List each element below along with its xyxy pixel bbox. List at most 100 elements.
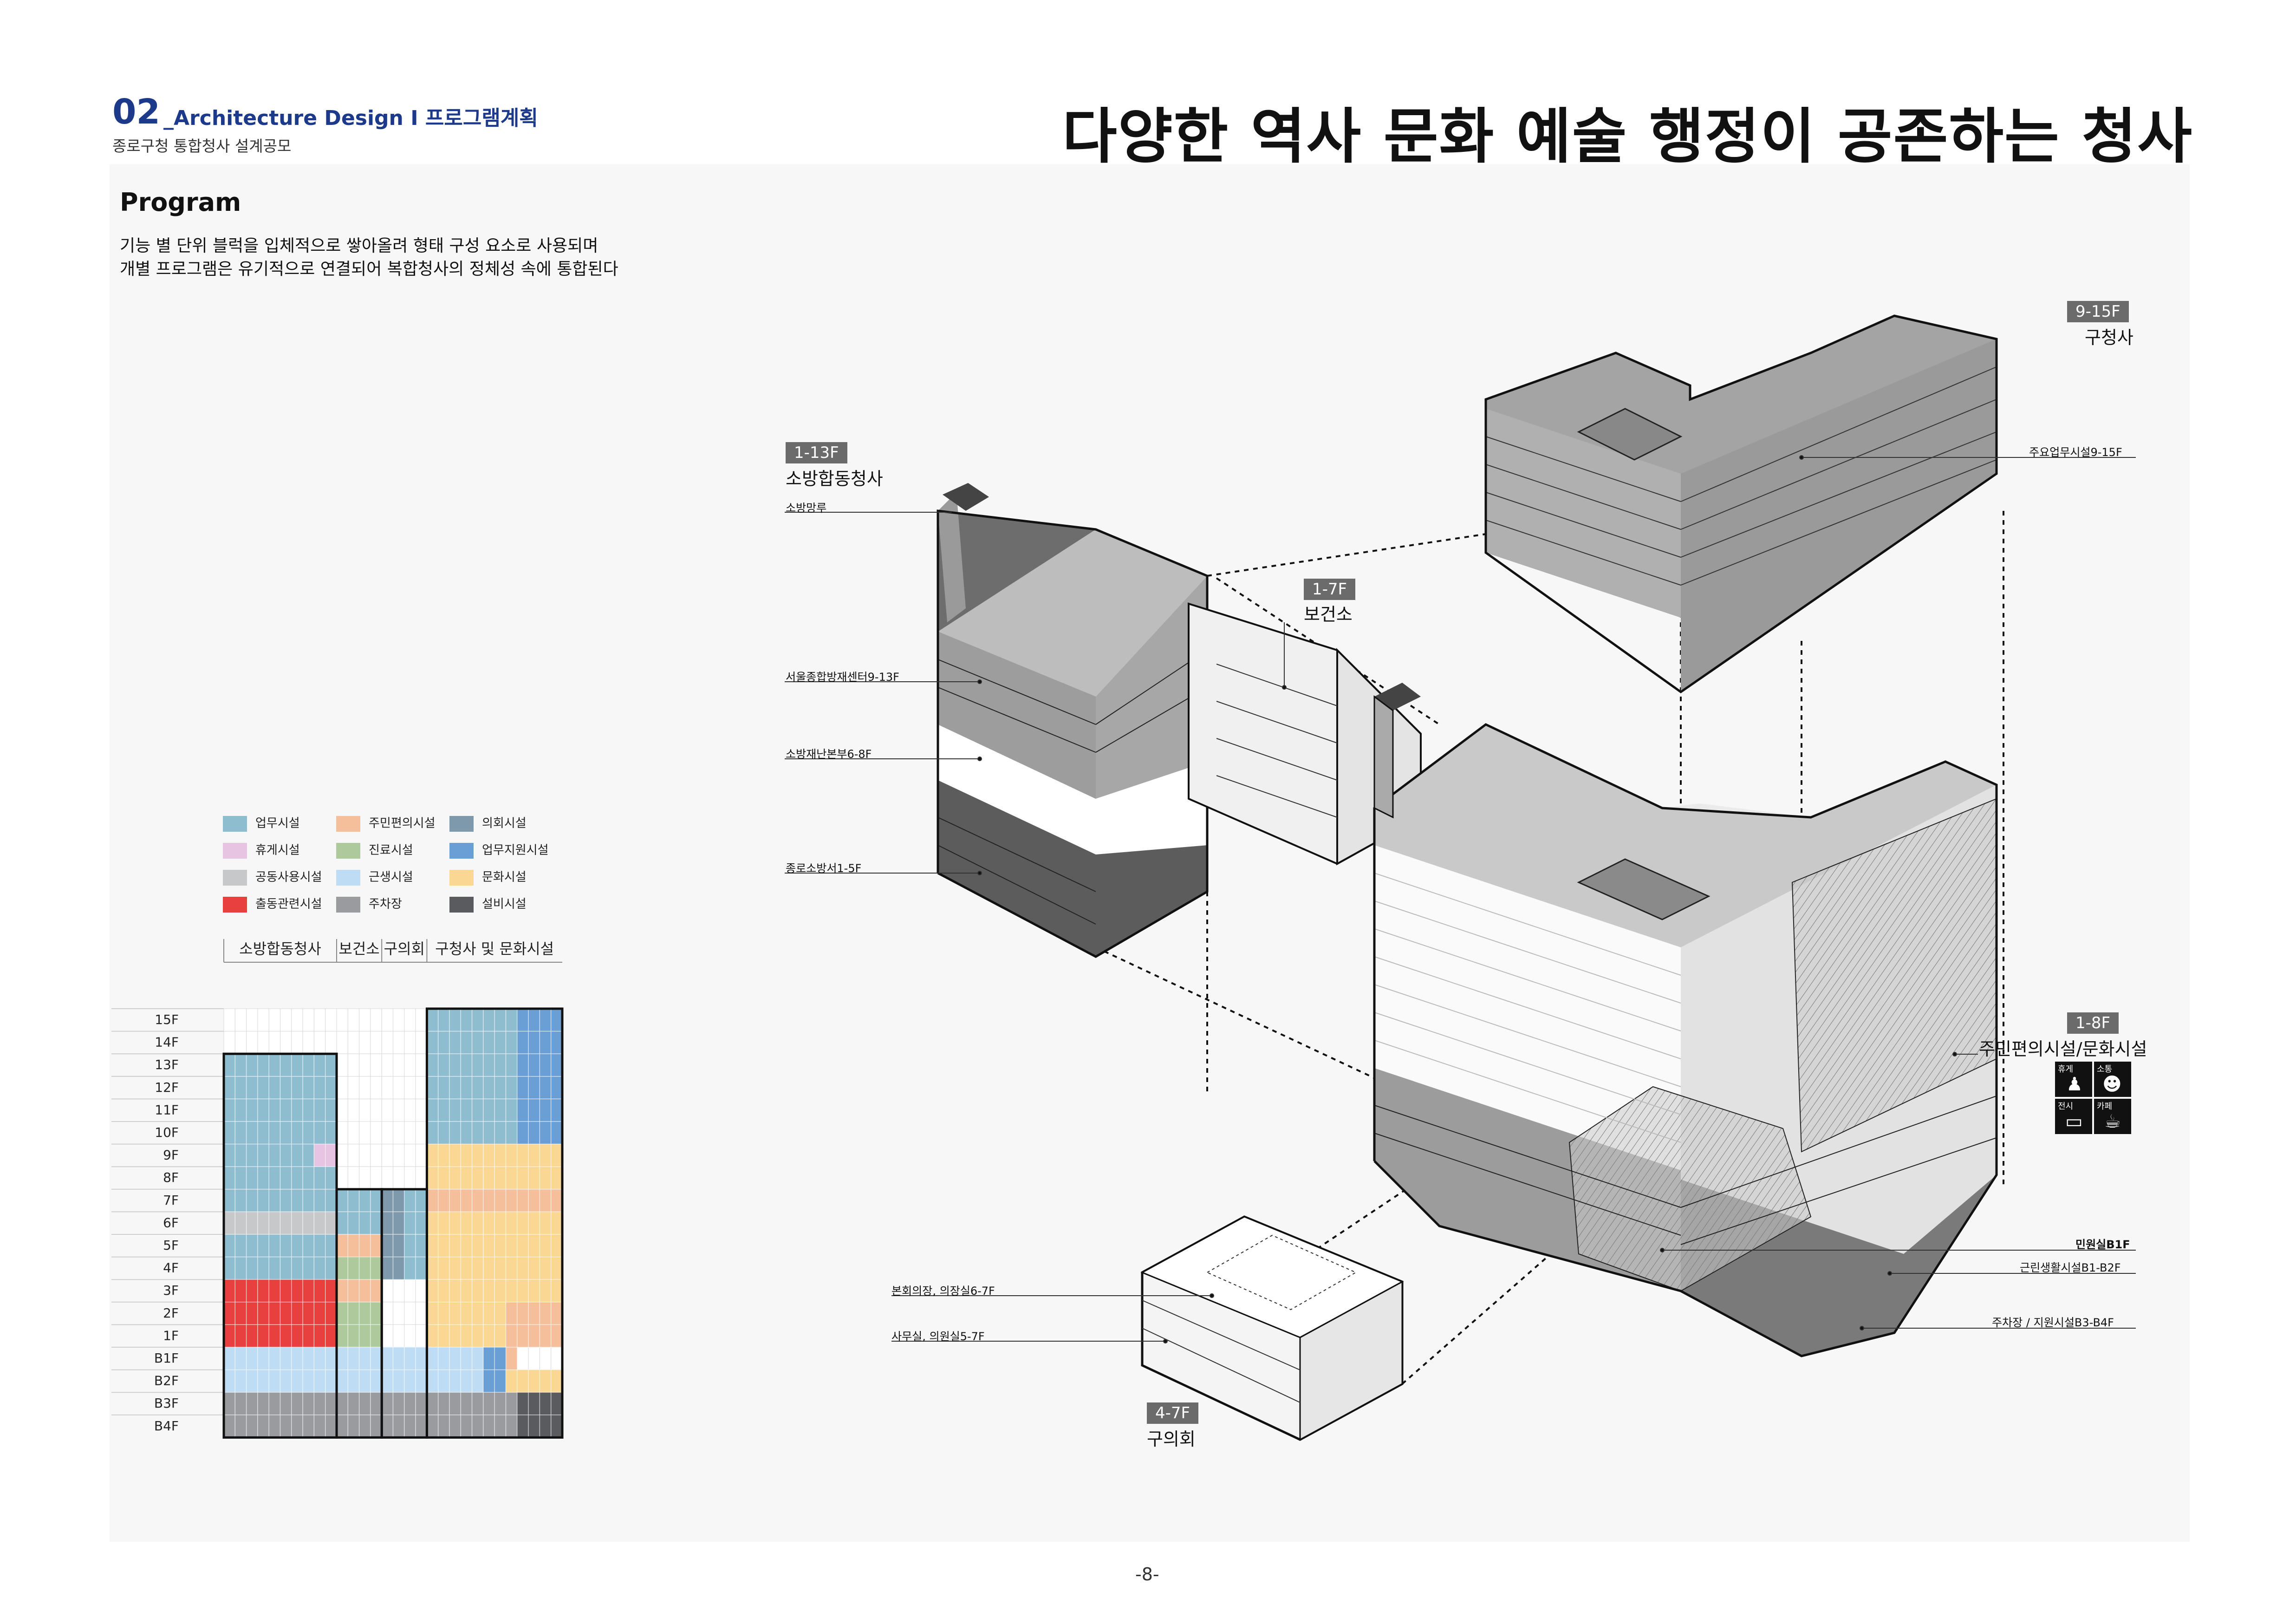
program-cell [471,1008,484,1032]
program-cell [438,1076,450,1100]
column-header: 보건소 [338,940,379,958]
program-cell [313,1279,326,1303]
program-cell [528,1121,540,1145]
program-cell [313,1189,326,1213]
program-cell [234,1076,247,1100]
program-cell [505,1098,518,1122]
grid-cell [404,1008,416,1032]
legend-item: 문화시설 [449,867,527,886]
floor-label: 7F [163,1193,179,1208]
grid-cell [393,1053,405,1077]
communication-icon: 소통☻ [2094,1062,2131,1097]
program-cell [268,1189,281,1213]
program-cell [449,1347,461,1370]
program-cell [313,1324,326,1348]
program-cell [426,1415,439,1438]
program-cell [234,1279,247,1303]
program-cell [494,1347,507,1370]
legend-swatch [336,896,360,913]
program-cell [550,1324,563,1348]
program-cell [280,1324,292,1348]
parking-support-label: 주차장 / 지원시설B3-B4F [1992,1316,2114,1329]
program-cell [268,1098,281,1122]
legend-item: 업무시설 [223,814,300,832]
program-cell [246,1076,258,1100]
grid-cell [313,1031,326,1054]
program-cell [539,1369,552,1393]
communication-icon-label: 소통 [2097,1064,2113,1074]
program-cell [325,1189,337,1213]
exhibition-icon-label: 전시 [2058,1102,2074,1111]
program-cell [392,1234,405,1258]
program-desc-line2: 개별 프로그램은 유기적으로 연결되어 복합청사의 정체성 속에 통합된다 [120,260,618,279]
program-cell [483,1369,495,1393]
program-cell [517,1076,529,1100]
grid-cell [381,1076,394,1099]
grid-cell [336,1031,348,1054]
grid-cell [415,1053,427,1077]
program-cell [347,1234,360,1258]
council-block [1140,1215,1404,1441]
program-cell [291,1098,303,1122]
grid-cell [381,1166,394,1190]
program-cell [460,1121,473,1145]
program-cell [280,1302,292,1325]
program-cell [291,1121,303,1145]
program-cell [234,1392,247,1415]
legend-item: 근생시설 [336,867,413,886]
grid-cell [223,1008,235,1032]
program-cell [358,1347,371,1370]
program-cell [539,1279,552,1303]
grid-cell [404,1144,416,1167]
program-cell [358,1211,371,1235]
program-cell [234,1234,247,1258]
program-cell [483,1143,495,1167]
program-cell [246,1324,258,1348]
program-cell [494,1166,507,1190]
program-cell [347,1369,360,1393]
grid-cell [325,1008,337,1032]
grid-cell [268,1008,281,1032]
program-cell [246,1053,258,1077]
program-cell [449,1008,461,1032]
program-cell [449,1279,461,1303]
grid-cell [370,1008,382,1032]
legend-label: 휴게시설 [255,843,300,857]
program-cell [302,1076,315,1100]
program-cell [460,1256,473,1280]
program-cell [505,1143,518,1167]
program-cell [415,1211,428,1235]
program-cell [347,1256,360,1280]
grid-cell [359,1144,371,1167]
gu-office-block [1484,314,1998,694]
program-cell [471,1415,484,1438]
grid-cell [415,1166,427,1190]
floor-label: 12F [155,1080,179,1095]
program-cell [223,1143,235,1167]
legend-swatch [223,896,247,913]
program-cell [268,1324,281,1348]
program-cell [539,1098,552,1122]
program-cell [539,1324,552,1348]
program-cell [370,1369,382,1393]
column-header: 구청사 및 문화시설 [435,940,554,958]
program-cell [539,1189,552,1213]
civic-floor-tag: 1-8F [2067,1012,2119,1034]
program-cell [460,1234,473,1258]
program-cell [471,1234,484,1258]
program-cell [494,1211,507,1235]
civic-name: 주민편의시설/문화시설 [1979,1039,2147,1059]
program-cell [280,1234,292,1258]
section-title: _Architecture Design I 프로그램계획 [163,106,538,130]
floor-label: 10F [155,1125,179,1140]
grid-cell [381,1098,394,1122]
program-cell [449,1302,461,1325]
page-title: 다양한 역사 문화 예술 행정이 공존하는 청사 [1062,102,2193,171]
program-cell [460,1166,473,1190]
civil-service-label: 민원실B1F [2075,1238,2130,1251]
legend-item: 진료시설 [336,841,413,859]
legend-label: 업무시설 [255,816,300,830]
program-cell [246,1189,258,1213]
legend-swatch [223,842,247,859]
